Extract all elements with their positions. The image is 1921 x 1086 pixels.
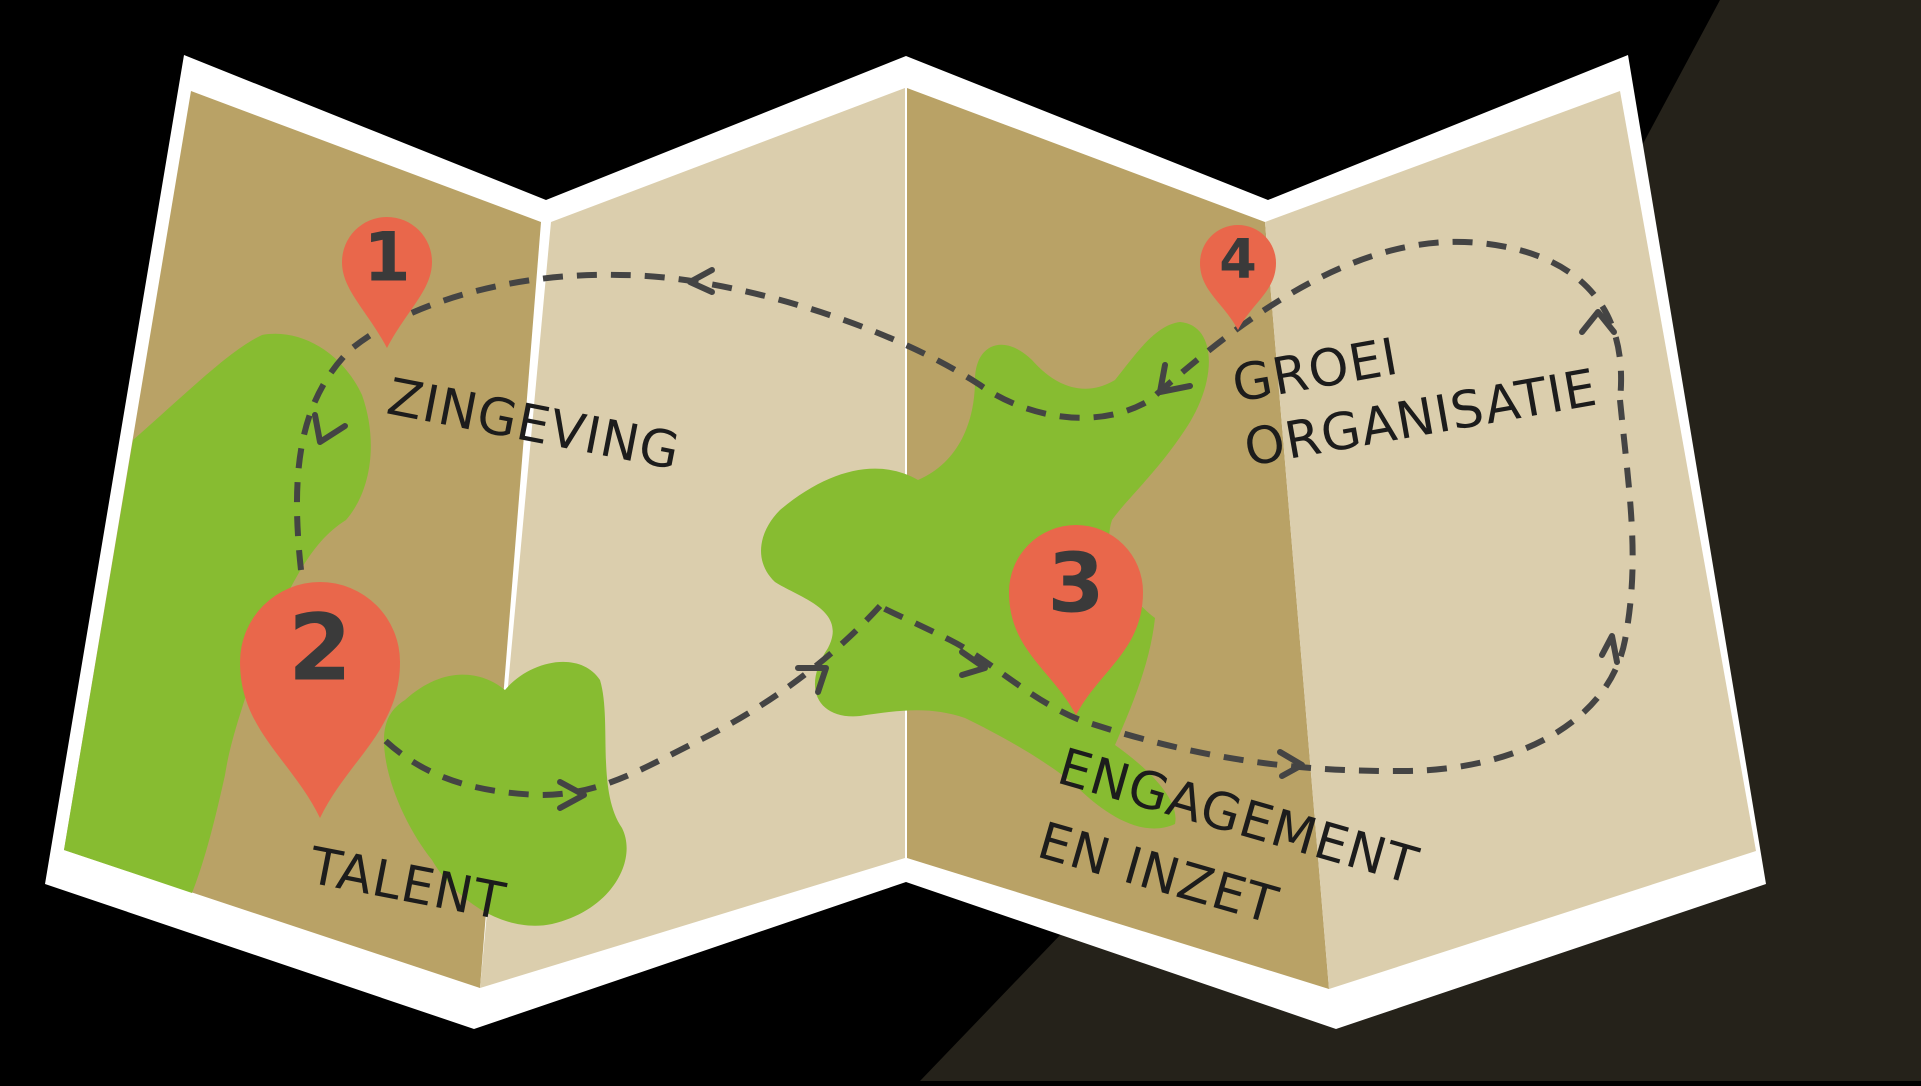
land-center-left <box>384 661 627 926</box>
pin-2: 2 <box>240 582 400 818</box>
pin-4-marker <box>1200 225 1276 330</box>
route-path-lower <box>367 603 883 799</box>
arrow-talent <box>557 779 587 811</box>
route <box>293 238 1636 811</box>
pin-4-number: 4 <box>1219 228 1257 291</box>
arrow-center-up <box>795 665 829 695</box>
arrow-center <box>959 649 988 678</box>
arrow-groei <box>1157 362 1193 395</box>
pin-1-marker <box>342 217 432 348</box>
arrow-right-up <box>1579 309 1617 335</box>
land-masses <box>64 322 1209 926</box>
arrow-top-left <box>687 267 715 295</box>
arrow-engagement <box>1277 749 1305 779</box>
pin-3: 3 <box>1009 525 1143 715</box>
pin-2-number: 2 <box>288 595 352 702</box>
route-path-upper <box>293 238 1625 571</box>
pin-4: 4 <box>1200 225 1276 330</box>
land-center <box>761 322 1209 829</box>
land-left <box>64 333 371 894</box>
pin-3-marker <box>1009 525 1143 715</box>
arrow-zingeving <box>312 412 348 445</box>
map-panel-4 <box>1265 91 1756 989</box>
arrow-right-lower <box>1599 633 1620 665</box>
pin-2-marker <box>240 582 400 818</box>
pin-1-number: 1 <box>363 219 410 298</box>
map-panel-3 <box>907 88 1329 989</box>
pin-1: 1 <box>342 217 432 348</box>
pin-3-number: 3 <box>1047 537 1104 632</box>
